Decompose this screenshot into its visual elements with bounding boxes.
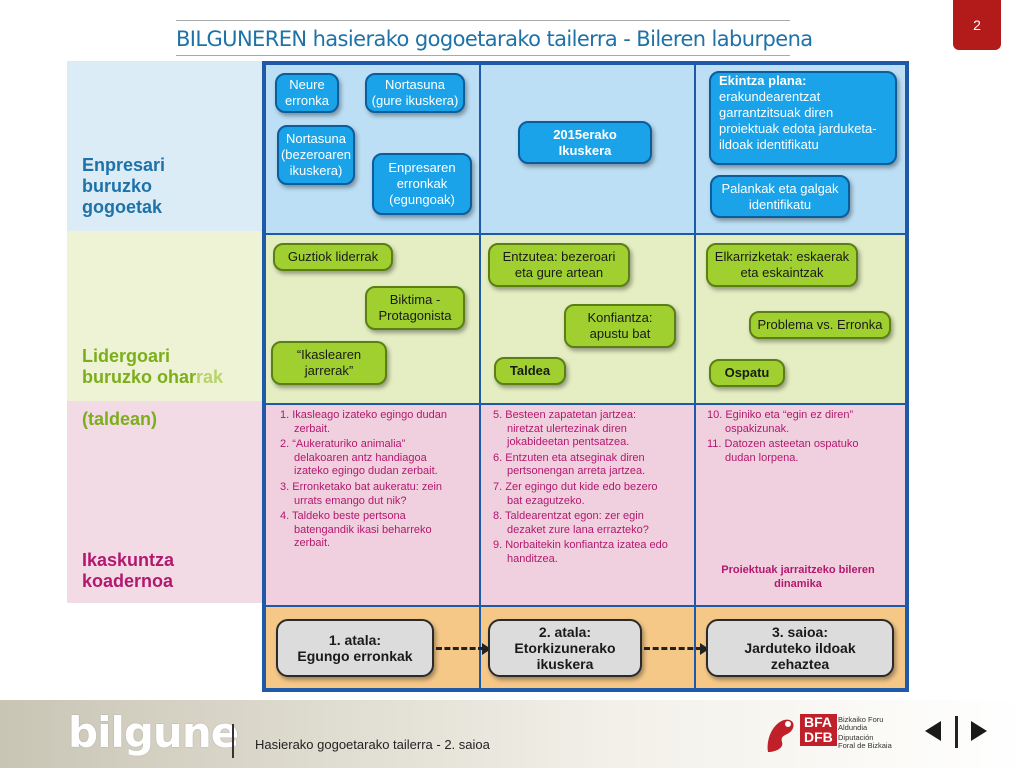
step-1: 1. atala: Egungo erronkak	[276, 619, 434, 677]
previous-slide-icon[interactable]	[921, 718, 945, 744]
bubble-guztiok-liderrak: Guztiok liderrak	[273, 243, 393, 271]
ekintza-plana-title: Ekintza plana:	[719, 73, 807, 88]
row-label-enpresari: Enpresari buruzko gogoetak	[82, 155, 166, 217]
cell-r3-c2	[480, 404, 695, 606]
footer-session-text: Hasierako gogoetarako tailerra - 2. saio…	[255, 737, 490, 752]
note-3: 3. Erronketako bat aukeratu: zein urrats…	[280, 480, 443, 507]
step-arrow-2	[644, 647, 702, 650]
bubble-ikaslearen-jarrerak: “Ikaslearen jarrerak”	[271, 341, 387, 385]
bubble-elkarrizketak: Elkarrizketak: eskaerak eta eskaintzak	[706, 243, 858, 287]
row-label-lidergoari-main: Lidergoari buruzko ohar	[82, 346, 197, 387]
bfa-small-2: Diputación Foral de Bizkaia	[838, 733, 892, 750]
bubble-konfiantza: Konfiantza: apustu bat	[564, 304, 676, 348]
row-label-ikaskuntza: Ikaskuntza koadernoa	[82, 550, 175, 591]
row-label-lidergoari-faded: rak	[196, 367, 224, 387]
bfa-dfb-label: BFA DFB	[800, 714, 837, 746]
note-1: 1. Ikasleago izateko egingo dudan zerbai…	[280, 409, 447, 435]
next-slide-icon[interactable]	[967, 718, 991, 744]
arrow-head-2	[700, 643, 709, 655]
note-7: 7. Zer egingo dut kide edo bezero bat ez…	[493, 480, 658, 507]
bubble-palankak: Palankak eta galgak identifikatu	[710, 175, 850, 218]
note-8: 8. Taldearentzat egon: zer egin dezaket …	[493, 510, 649, 536]
note-2: 2. “Aukeraturiko animalia” delakoaren an…	[280, 438, 438, 478]
note-5: 5. Besteen zapatetan jartzea: niretzat u…	[493, 409, 637, 449]
project-followup-note: Proiektuak jarraitzeko bileren dinamika	[721, 564, 875, 590]
bfa-small-1: Bizkaiko Foru Aldundia	[838, 715, 884, 732]
note-11: 11. Datozen asteetan ospatuko dudan lorp…	[707, 438, 859, 464]
slide-title: BILGUNEREN hasierako gogoetarako tailerr…	[176, 20, 813, 56]
footer-bar	[0, 700, 1024, 768]
bubble-biktima-protagonista: Biktima - Protagonista	[365, 286, 465, 330]
bubble-neure-erronka: Neure erronka	[275, 73, 339, 113]
bubble-nortasuna-bezeroaren: Nortasuna (bezeroaren ikuskera)	[277, 125, 355, 185]
footer-separator	[232, 724, 234, 758]
row-label-bg-3	[67, 401, 262, 603]
cell-r3-c1	[265, 404, 480, 606]
bubble-taldea: Taldea	[494, 357, 566, 385]
bubble-ospatu: Ospatu	[709, 359, 785, 387]
row-label-bg-2	[67, 231, 262, 401]
step-2: 2. atala: Etorkizunerako ikuskera	[488, 619, 642, 677]
row-label-lidergoari: Lidergoari buruzko oharrak (taldean)	[82, 325, 223, 430]
bubble-enpresaren-erronkak: Enpresaren erronkak (egungoak)	[372, 153, 472, 215]
arrow-head-1	[482, 643, 491, 655]
ekintza-plana-body: erakundearentzat garrantzitsuak diren pr…	[719, 89, 877, 152]
cell-r3-c3	[695, 404, 906, 606]
note-6: 6. Entzuten eta atseginak diren pertsone…	[493, 451, 646, 478]
notes-col2: 5. Besteen zapatetan jartzea: niretzat u…	[493, 409, 675, 567]
nav-separator	[955, 716, 958, 748]
bubble-2015-ikuskera: 2015erako Ikuskera	[518, 121, 652, 164]
bubble-ekintza-plana: Ekintza plana: erakundearentzat garrantz…	[709, 71, 897, 165]
bubble-entzutea: Entzutea: bezeroari eta gure artean	[488, 243, 630, 287]
row-label-taldean: (taldean)	[82, 409, 158, 429]
note-10: 10. Eginiko eta “egin ez diren” ospakizu…	[707, 409, 854, 435]
bubble-problema-erronka: Problema vs. Erronka	[749, 311, 891, 339]
note-4: 4. Taldeko beste pertsona batengandik ik…	[280, 510, 432, 550]
note-9: 9. Norbaitekin konfiantza izatea edo han…	[493, 539, 668, 565]
bubble-nortasuna-gure: Nortasuna (gure ikuskera)	[365, 73, 465, 113]
notes-col1: 1. Ikasleago izateko egingo dudan zerbai…	[280, 409, 462, 551]
page-number-badge: 2	[953, 0, 1001, 50]
row-label-bg-1	[67, 61, 262, 231]
bilgune-logo: bilgune	[68, 708, 239, 757]
step-arrow-1	[436, 647, 484, 650]
step-3: 3. saioa: Jarduteko ildoak zehaztea	[706, 619, 894, 677]
bfa-emblem-icon	[767, 719, 794, 752]
notes-col3: 10. Eginiko eta “egin ez diren” ospakizu…	[707, 409, 891, 465]
